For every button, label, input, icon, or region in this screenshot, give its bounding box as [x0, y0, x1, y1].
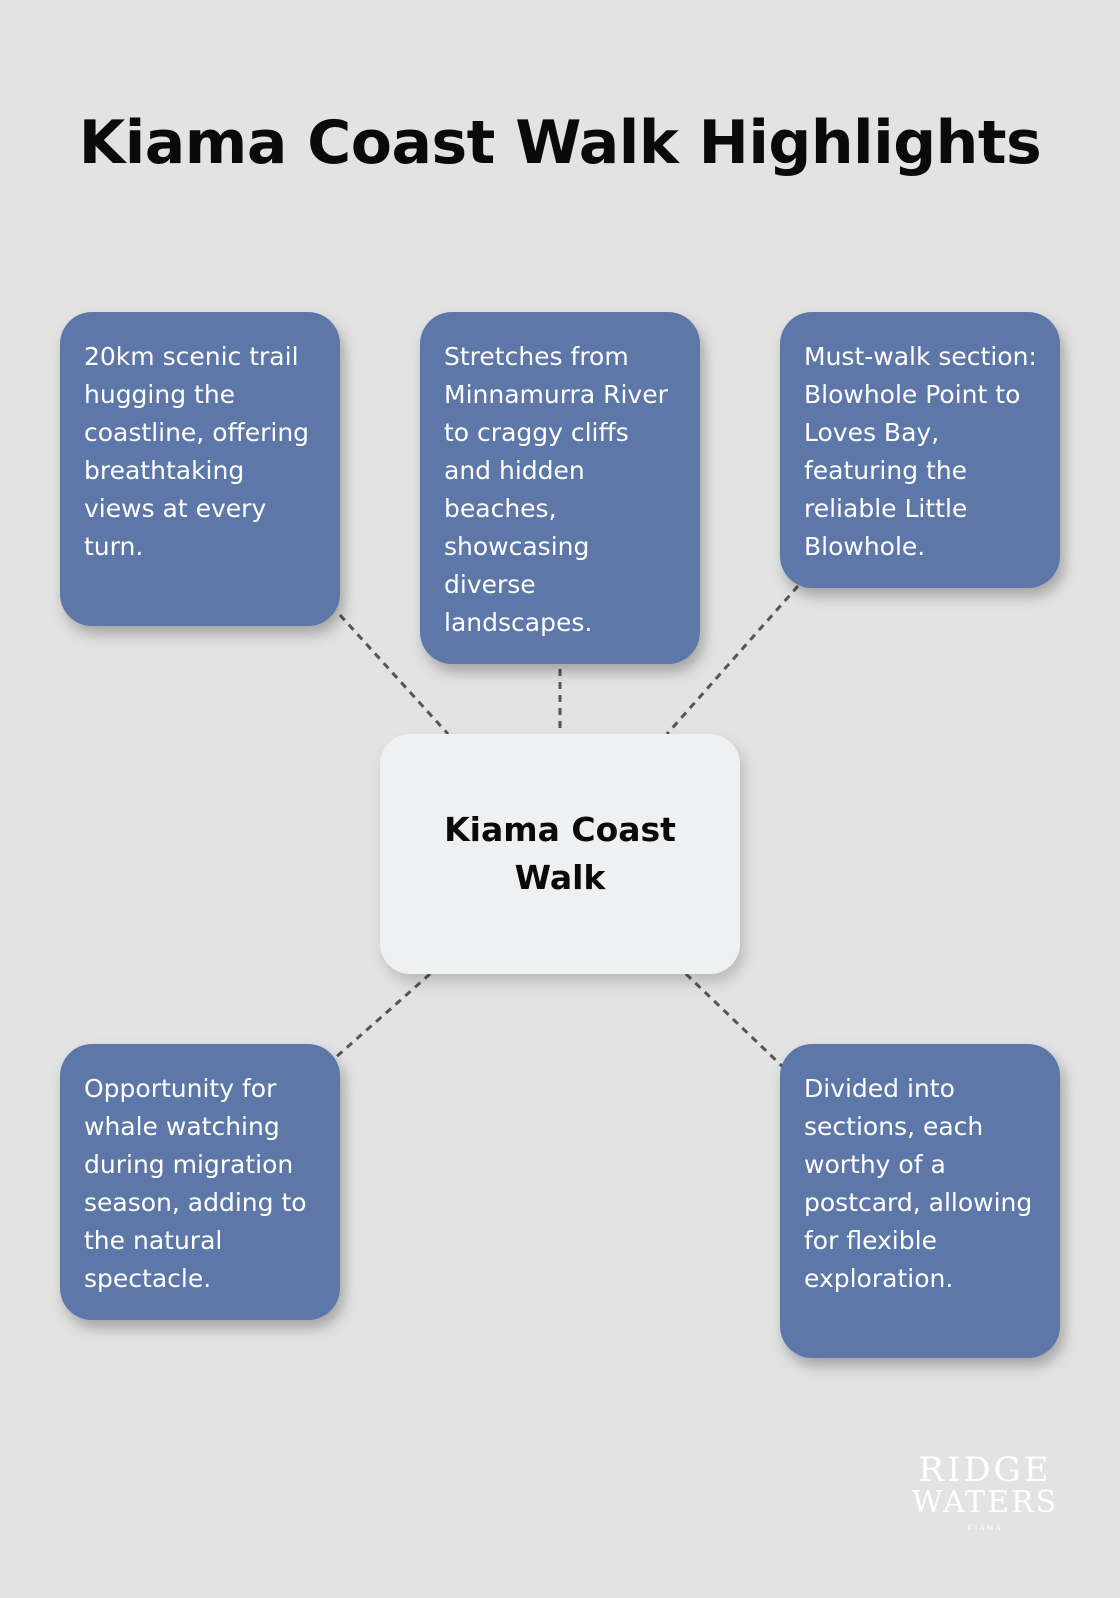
highlight-card-top-left: 20km scenic trail hugging the coastline,…	[60, 312, 340, 626]
highlight-text: Stretches from Minnamurra River to cragg…	[444, 342, 668, 637]
logo-line-3: KIAMA	[967, 1524, 1003, 1532]
connector-top-right	[665, 585, 800, 735]
brand-logo: RIDGE WATERS KIAMA	[910, 1452, 1060, 1534]
connector-bottom-right	[684, 972, 786, 1070]
highlight-text: 20km scenic trail hugging the coastline,…	[84, 342, 310, 561]
logo-line-1: RIDGE	[918, 1450, 1052, 1490]
central-topic-node: Kiama Coast Walk	[380, 734, 740, 974]
highlight-card-top-center: Stretches from Minnamurra River to cragg…	[420, 312, 700, 664]
highlight-card-bottom-right: Divided into sections, each worthy of a …	[780, 1044, 1060, 1358]
highlight-text: Divided into sections, each worthy of a …	[804, 1074, 1033, 1293]
connector-top-left	[338, 613, 450, 736]
highlight-card-bottom-left: Opportunity for whale watching during mi…	[60, 1044, 340, 1320]
highlight-card-top-right: Must-walk section: Blowhole Point to Lov…	[780, 312, 1060, 588]
highlight-text: Opportunity for whale watching during mi…	[84, 1074, 307, 1293]
diagram-title: Kiama Coast Walk Highlights	[78, 108, 1042, 178]
logo-line-2: WATERS	[911, 1485, 1059, 1520]
highlight-text: Must-walk section: Blowhole Point to Lov…	[804, 342, 1037, 561]
central-topic-label: Kiama Coast Walk	[444, 810, 676, 897]
connector-bottom-left	[334, 972, 431, 1060]
